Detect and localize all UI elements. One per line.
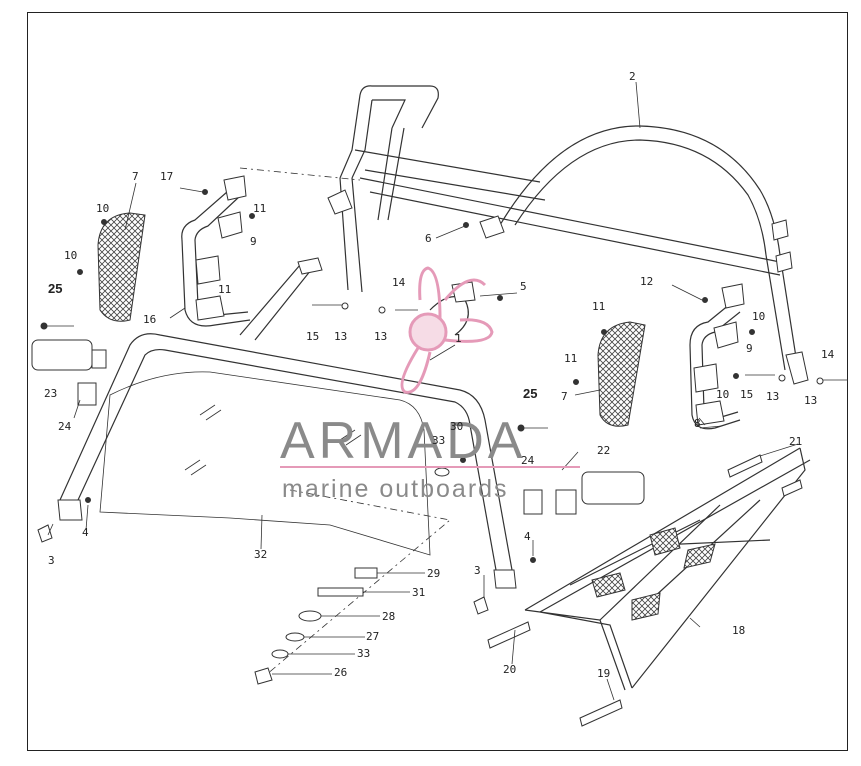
- callout-24-left: 24: [58, 420, 72, 433]
- right-side-handle: [597, 283, 745, 430]
- centerline-lower: [259, 489, 451, 681]
- callout-15-b: 15: [740, 388, 753, 401]
- callout-14-a: 14: [392, 276, 406, 289]
- callout-32: 32: [254, 548, 267, 561]
- diagram-frame: [27, 12, 848, 751]
- callout-7-right: 7: [561, 390, 568, 403]
- left-side-handle: [97, 175, 251, 327]
- callout-29: 29: [427, 567, 440, 580]
- callout-4-left: 4: [82, 526, 89, 539]
- callout-10-b: 10: [64, 249, 77, 262]
- callout-4-right: 4: [524, 530, 531, 543]
- callout-30: 30: [450, 420, 463, 433]
- callout-9-right: 9: [746, 342, 753, 355]
- mirrors: [31, 339, 645, 515]
- watermark-subtitle: marine outboards: [282, 475, 509, 503]
- hardware-bolts: [37, 189, 848, 615]
- callout-2: 2: [629, 70, 636, 83]
- callout-28: 28: [382, 610, 395, 623]
- callout-26: 26: [334, 666, 347, 679]
- callout-3-right: 3: [474, 564, 481, 577]
- callout-10-a: 10: [96, 202, 109, 215]
- callout-3-left: 3: [48, 554, 55, 567]
- callout-15-a: 15: [306, 330, 319, 343]
- windshield: [99, 371, 431, 556]
- callout-12: 12: [640, 275, 653, 288]
- callout-19: 19: [597, 667, 610, 680]
- roll-bar-upper: [327, 85, 809, 385]
- brand-watermark: ARMADA marine outboards: [280, 266, 580, 503]
- callout-24-right: 24: [521, 454, 535, 467]
- callout-33-b: 33: [357, 647, 370, 660]
- callout-labels: 1 2 3 3 4 4 5 6 7 7 8 9 9 10 10 10 10 11…: [44, 70, 835, 680]
- callout-7-left: 7: [132, 170, 139, 183]
- callout-17: 17: [160, 170, 173, 183]
- callout-14-b: 14: [821, 348, 835, 361]
- callout-21: 21: [789, 435, 802, 448]
- propeller-logo-icon: [400, 266, 494, 394]
- callout-9-left: 9: [250, 235, 257, 248]
- callout-27: 27: [366, 630, 379, 643]
- centerline: [239, 167, 361, 181]
- callout-11-b: 11: [218, 283, 231, 296]
- callout-13-b: 13: [374, 330, 387, 343]
- callout-18: 18: [732, 624, 745, 637]
- callout-25-right: 25: [523, 386, 537, 401]
- callout-1: 1: [455, 332, 462, 345]
- leader-lines: [47, 81, 799, 701]
- callout-22: 22: [597, 444, 610, 457]
- callout-11-a: 11: [253, 202, 266, 215]
- callout-11-c: 11: [592, 300, 605, 313]
- bottom-net-frame: [487, 447, 811, 727]
- callout-8: 8: [694, 417, 701, 430]
- callout-10-d: 10: [716, 388, 729, 401]
- callout-13-c: 13: [766, 390, 779, 403]
- callout-16: 16: [143, 313, 156, 326]
- callout-20: 20: [503, 663, 516, 676]
- windshield-hardware: [254, 567, 425, 685]
- callout-5: 5: [520, 280, 527, 293]
- callout-13-a: 13: [334, 330, 347, 343]
- callout-13-d: 13: [804, 394, 817, 407]
- callout-33-a: 33: [432, 434, 445, 447]
- watermark-title: ARMADA: [280, 412, 526, 470]
- watermark-underline: [280, 466, 580, 468]
- callout-31: 31: [412, 586, 425, 599]
- callout-10-c: 10: [752, 310, 765, 323]
- callout-25-left: 25: [48, 281, 62, 296]
- callout-11-d: 11: [564, 352, 577, 365]
- callout-23: 23: [44, 387, 57, 400]
- callout-6: 6: [425, 232, 432, 245]
- roll-bar-front: [57, 333, 517, 589]
